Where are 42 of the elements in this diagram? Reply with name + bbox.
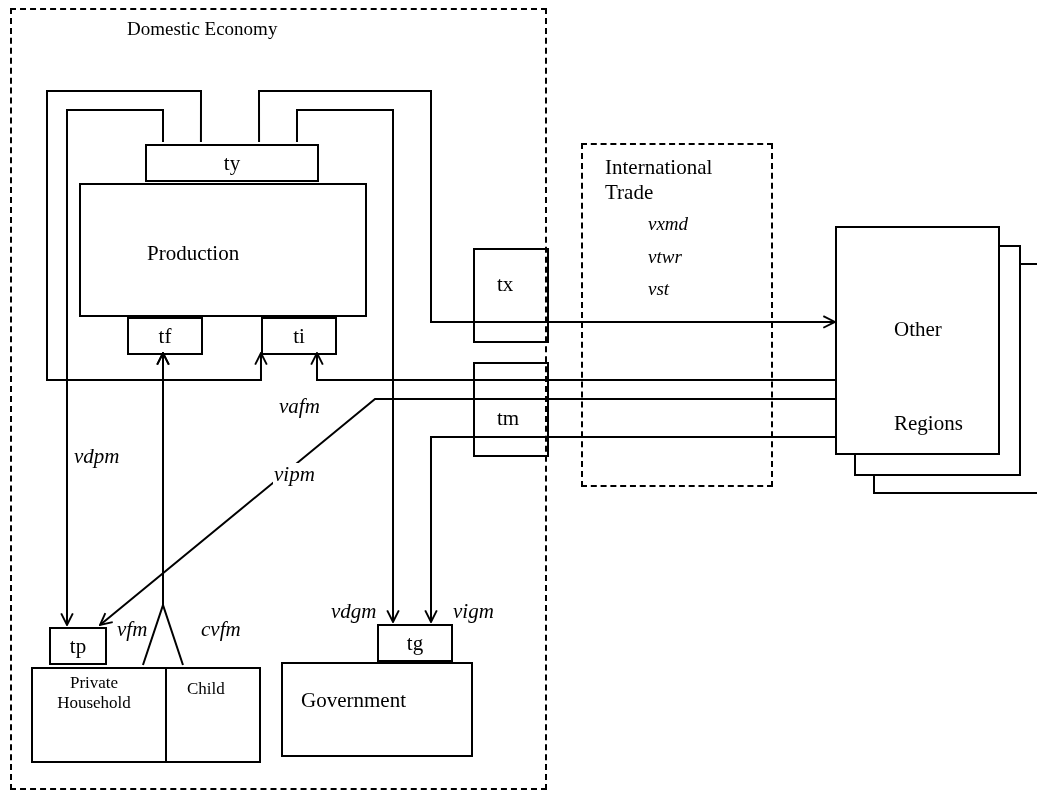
region-title: Domestic Economy bbox=[127, 18, 278, 41]
node-label: Private Household bbox=[56, 673, 132, 714]
flow-variable-label: vst bbox=[648, 278, 670, 301]
edge-label: vfm bbox=[116, 618, 149, 642]
node-label: Other Regions bbox=[894, 316, 964, 437]
household-box bbox=[31, 667, 167, 763]
node-label: Production bbox=[147, 241, 240, 267]
arrow bbox=[424, 435, 548, 623]
node-label: tx bbox=[497, 272, 514, 298]
node-label: Government bbox=[301, 688, 406, 714]
international-trade-region bbox=[581, 143, 773, 487]
tax-box bbox=[49, 627, 107, 665]
node-label: tf bbox=[157, 323, 173, 350]
flow-variable-label: vafm bbox=[278, 395, 321, 419]
node-label: ti bbox=[292, 323, 306, 350]
arrow bbox=[310, 352, 548, 381]
node-label: Child bbox=[187, 679, 225, 700]
node-label: tm bbox=[497, 406, 520, 432]
production-box bbox=[79, 183, 367, 317]
tax-box bbox=[473, 362, 549, 457]
arrow bbox=[580, 315, 836, 329]
tax-box bbox=[261, 317, 337, 355]
node-label: tg bbox=[405, 630, 425, 657]
tax-box bbox=[377, 624, 453, 662]
arrow bbox=[156, 352, 184, 666]
node-label: tp bbox=[68, 633, 88, 660]
arrow bbox=[99, 397, 548, 626]
regions-box bbox=[835, 226, 1000, 455]
household-box bbox=[165, 667, 261, 763]
tax-box bbox=[145, 144, 319, 182]
flow-variable-label: vtwr bbox=[648, 246, 682, 269]
tax-box bbox=[127, 317, 203, 355]
arrow bbox=[60, 109, 164, 626]
region-title: International Trade bbox=[605, 155, 714, 206]
tax-box bbox=[473, 248, 549, 343]
arrow bbox=[46, 90, 268, 381]
government-box bbox=[281, 662, 473, 757]
node-label: ty bbox=[222, 150, 242, 177]
edge-label: vipm bbox=[273, 463, 316, 487]
arrow bbox=[296, 109, 400, 623]
flow-variable-label: vxmd bbox=[648, 213, 689, 236]
edge-label: cvfm bbox=[200, 618, 242, 642]
